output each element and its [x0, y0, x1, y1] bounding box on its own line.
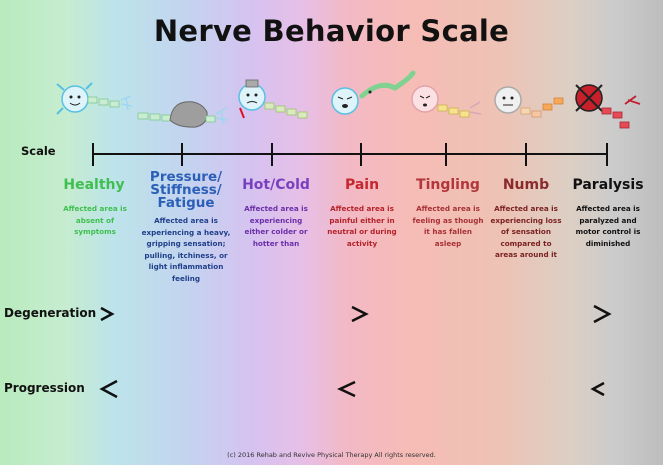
- desc-healthy: Affected area is absent of symptoms: [63, 204, 127, 236]
- category-healthy: Healthy: [63, 177, 125, 193]
- category-hot-cold: Hot/Cold: [242, 177, 310, 193]
- scale-axis: [92, 143, 608, 166]
- nerve-illustrations: [56, 70, 641, 129]
- nerve-cell-icon: [575, 84, 641, 129]
- degeneration-label: Degeneration: [4, 306, 97, 320]
- degeneration-arrows: [100, 304, 612, 324]
- category-numb: Numb: [502, 177, 550, 193]
- desc-pain: Affected area is painful either in neutr…: [327, 204, 397, 248]
- desc-pressure: Affected area is experiencing a heavy, g…: [141, 216, 231, 283]
- desc-tingling: Affected area is feeling as though it ha…: [412, 204, 484, 248]
- nerve-cell-icon: [56, 82, 133, 115]
- copyright-footer: (c) 2016 Rehab and Revive Physical Thera…: [227, 451, 436, 459]
- category-pain: Pain: [344, 177, 380, 193]
- category-paralysis: Paralysis: [572, 177, 644, 193]
- scale-label: Scale: [21, 144, 56, 158]
- category-tingling: Tingling: [416, 177, 480, 193]
- progression-arrows: [99, 379, 605, 399]
- desc-paralysis: Affected area is paralyzed and motor con…: [575, 204, 641, 248]
- desc-hot-cold: Affected area is experiencing either col…: [244, 204, 308, 248]
- page-title: Nerve Behavior Scale: [153, 14, 510, 48]
- nerve-cell-icon: [137, 101, 228, 128]
- nerve-cell-icon: [331, 70, 416, 115]
- nerve-cell-icon: [411, 85, 482, 118]
- category-pressure: Pressure/ Stiffness/ Fatigue: [149, 169, 223, 211]
- nerve-cell-icon: [494, 86, 564, 118]
- progression-label: Progression: [4, 381, 85, 395]
- nerve-cell-icon: [238, 79, 308, 119]
- desc-numb: Affected area is experiencing loss of se…: [490, 204, 562, 259]
